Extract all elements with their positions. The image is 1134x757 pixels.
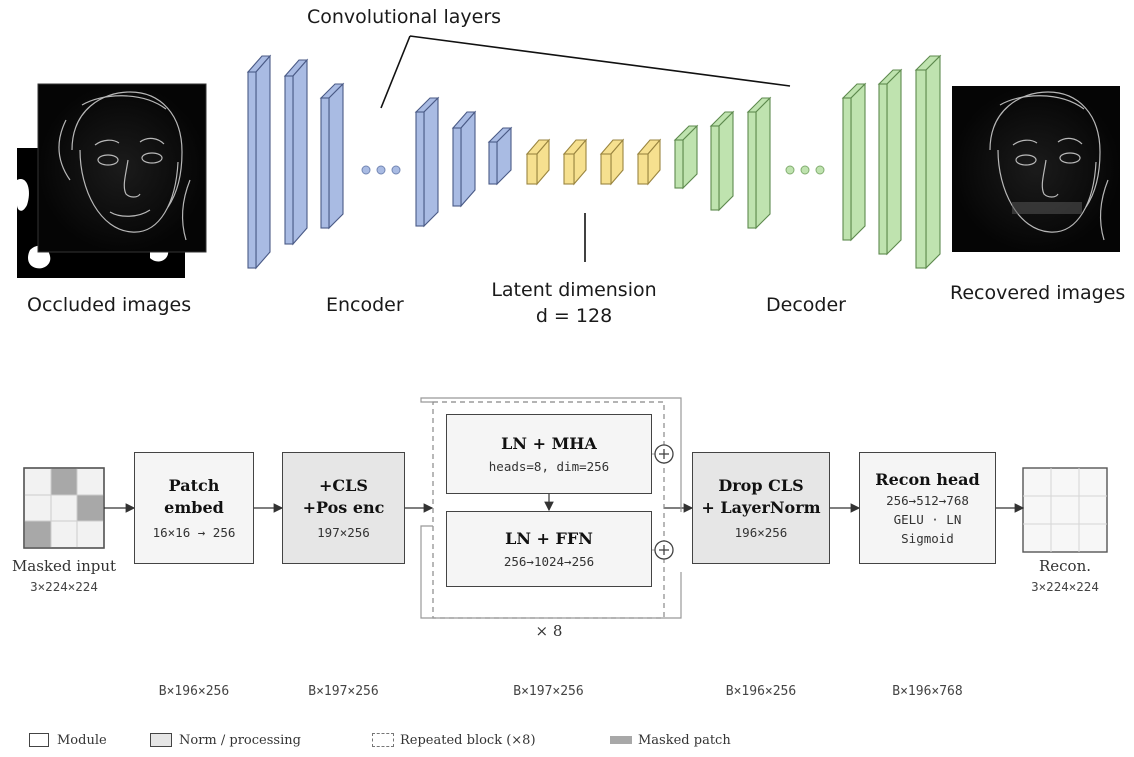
decoder-ellipsis	[785, 165, 825, 175]
recon-head-box: Recon head 256→512→768 GELU · LN Sigmoid	[859, 452, 996, 564]
latent-line-2: d = 128	[535, 305, 613, 327]
shape-label-cls: B×197×256	[308, 684, 379, 699]
encoder-ellipsis	[361, 165, 401, 175]
legend-swatch-norm	[150, 733, 172, 747]
encoder-label: Encoder	[326, 294, 404, 316]
recon-head-sub-1: 256→512→768	[886, 492, 969, 508]
drop-cls-title-2: + LayerNorm	[701, 497, 821, 517]
latent-layers	[525, 138, 662, 186]
recon-label: Recon.	[1038, 557, 1092, 575]
cls-pos-title-1: +CLS	[319, 475, 368, 495]
occluded-image-stack	[17, 83, 207, 278]
legend-swatch-masked	[610, 736, 632, 744]
shape-label-patch: B×196×256	[158, 684, 230, 699]
legend-swatch-module	[29, 733, 49, 747]
legend-masked: Masked patch	[638, 733, 731, 748]
shape-label-block: B×197×256	[513, 684, 584, 699]
latent-line-1: Latent dimension	[491, 279, 657, 301]
ln-mha-title: LN + MHA	[501, 433, 597, 453]
cls-pos-sub: 197×256	[317, 524, 370, 540]
occluded-images-label: Occluded images	[27, 294, 192, 316]
drop-cls-box: Drop CLS + LayerNorm 196×256	[692, 452, 830, 564]
recon-head-sub-2: GELU · LN	[893, 511, 962, 527]
latent-dimension-label: Latent dimension d = 128	[474, 279, 674, 327]
conv-pointer-right	[409, 35, 791, 87]
patch-embed-title-2: embed	[164, 497, 224, 517]
ln-ffn-box: LN + FFN 256→1024→256	[446, 511, 652, 587]
residual-add-1	[654, 444, 674, 464]
encoder-slab-1	[246, 54, 272, 270]
conv-pointer-left	[380, 35, 411, 109]
recon-output-grid	[1022, 467, 1108, 553]
ln-mha-box: LN + MHA heads=8, dim=256	[446, 414, 652, 494]
ln-ffn-title: LN + FFN	[505, 528, 593, 548]
ln-ffn-sub: 256→1024→256	[503, 553, 595, 569]
recovered-image	[952, 86, 1120, 252]
encoder-slab-3	[319, 82, 345, 230]
decoder-layers	[673, 54, 942, 270]
cls-pos-box: +CLS +Pos enc 197×256	[282, 452, 405, 564]
patch-embed-title-1: Patch	[168, 475, 220, 495]
patch-embed-box: Patch embed 16×16 → 256	[134, 452, 254, 564]
shape-label-head: B×196×768	[892, 684, 963, 699]
repeat-count-label: × 8	[535, 622, 563, 640]
residual-path-ffn	[420, 525, 682, 619]
recon-shape: 3×224×224	[1031, 579, 1099, 594]
legend-swatch-repeated	[372, 733, 394, 747]
masked-input-label: Masked input	[11, 557, 117, 575]
vit-connectors	[23, 397, 1108, 619]
masked-input-shape: 3×224×224	[30, 579, 98, 594]
ln-mha-sub: heads=8, dim=256	[488, 458, 610, 474]
recon-head-sub-3: Sigmoid	[901, 530, 954, 546]
residual-add-2	[654, 540, 674, 560]
recon-head-title: Recon head	[875, 469, 980, 489]
legend-module: Module	[57, 733, 107, 748]
shape-label-drop: B×196×256	[725, 684, 797, 699]
encoder-slab-6	[487, 126, 513, 186]
conv-layers-label: Convolutional layers	[307, 6, 502, 28]
legend-repeated: Repeated block (×8)	[400, 733, 536, 748]
patch-embed-sub: 16×16 → 256	[152, 524, 236, 540]
autoencoder-graphics	[17, 35, 1120, 278]
masked-input-grid	[23, 467, 105, 549]
legend-norm: Norm / processing	[179, 733, 301, 748]
cls-pos-title-2: +Pos enc	[302, 497, 385, 517]
encoder-slab-4	[414, 96, 440, 228]
encoder-layers	[246, 54, 513, 270]
encoder-slab-5	[451, 110, 477, 208]
recovered-images-label: Recovered images	[950, 282, 1126, 304]
decoder-label: Decoder	[766, 294, 846, 316]
encoder-slab-2	[283, 58, 309, 246]
drop-cls-sub: 196×256	[734, 524, 788, 540]
residual-path-mha	[420, 397, 682, 512]
drop-cls-title-1: Drop CLS	[718, 475, 804, 495]
